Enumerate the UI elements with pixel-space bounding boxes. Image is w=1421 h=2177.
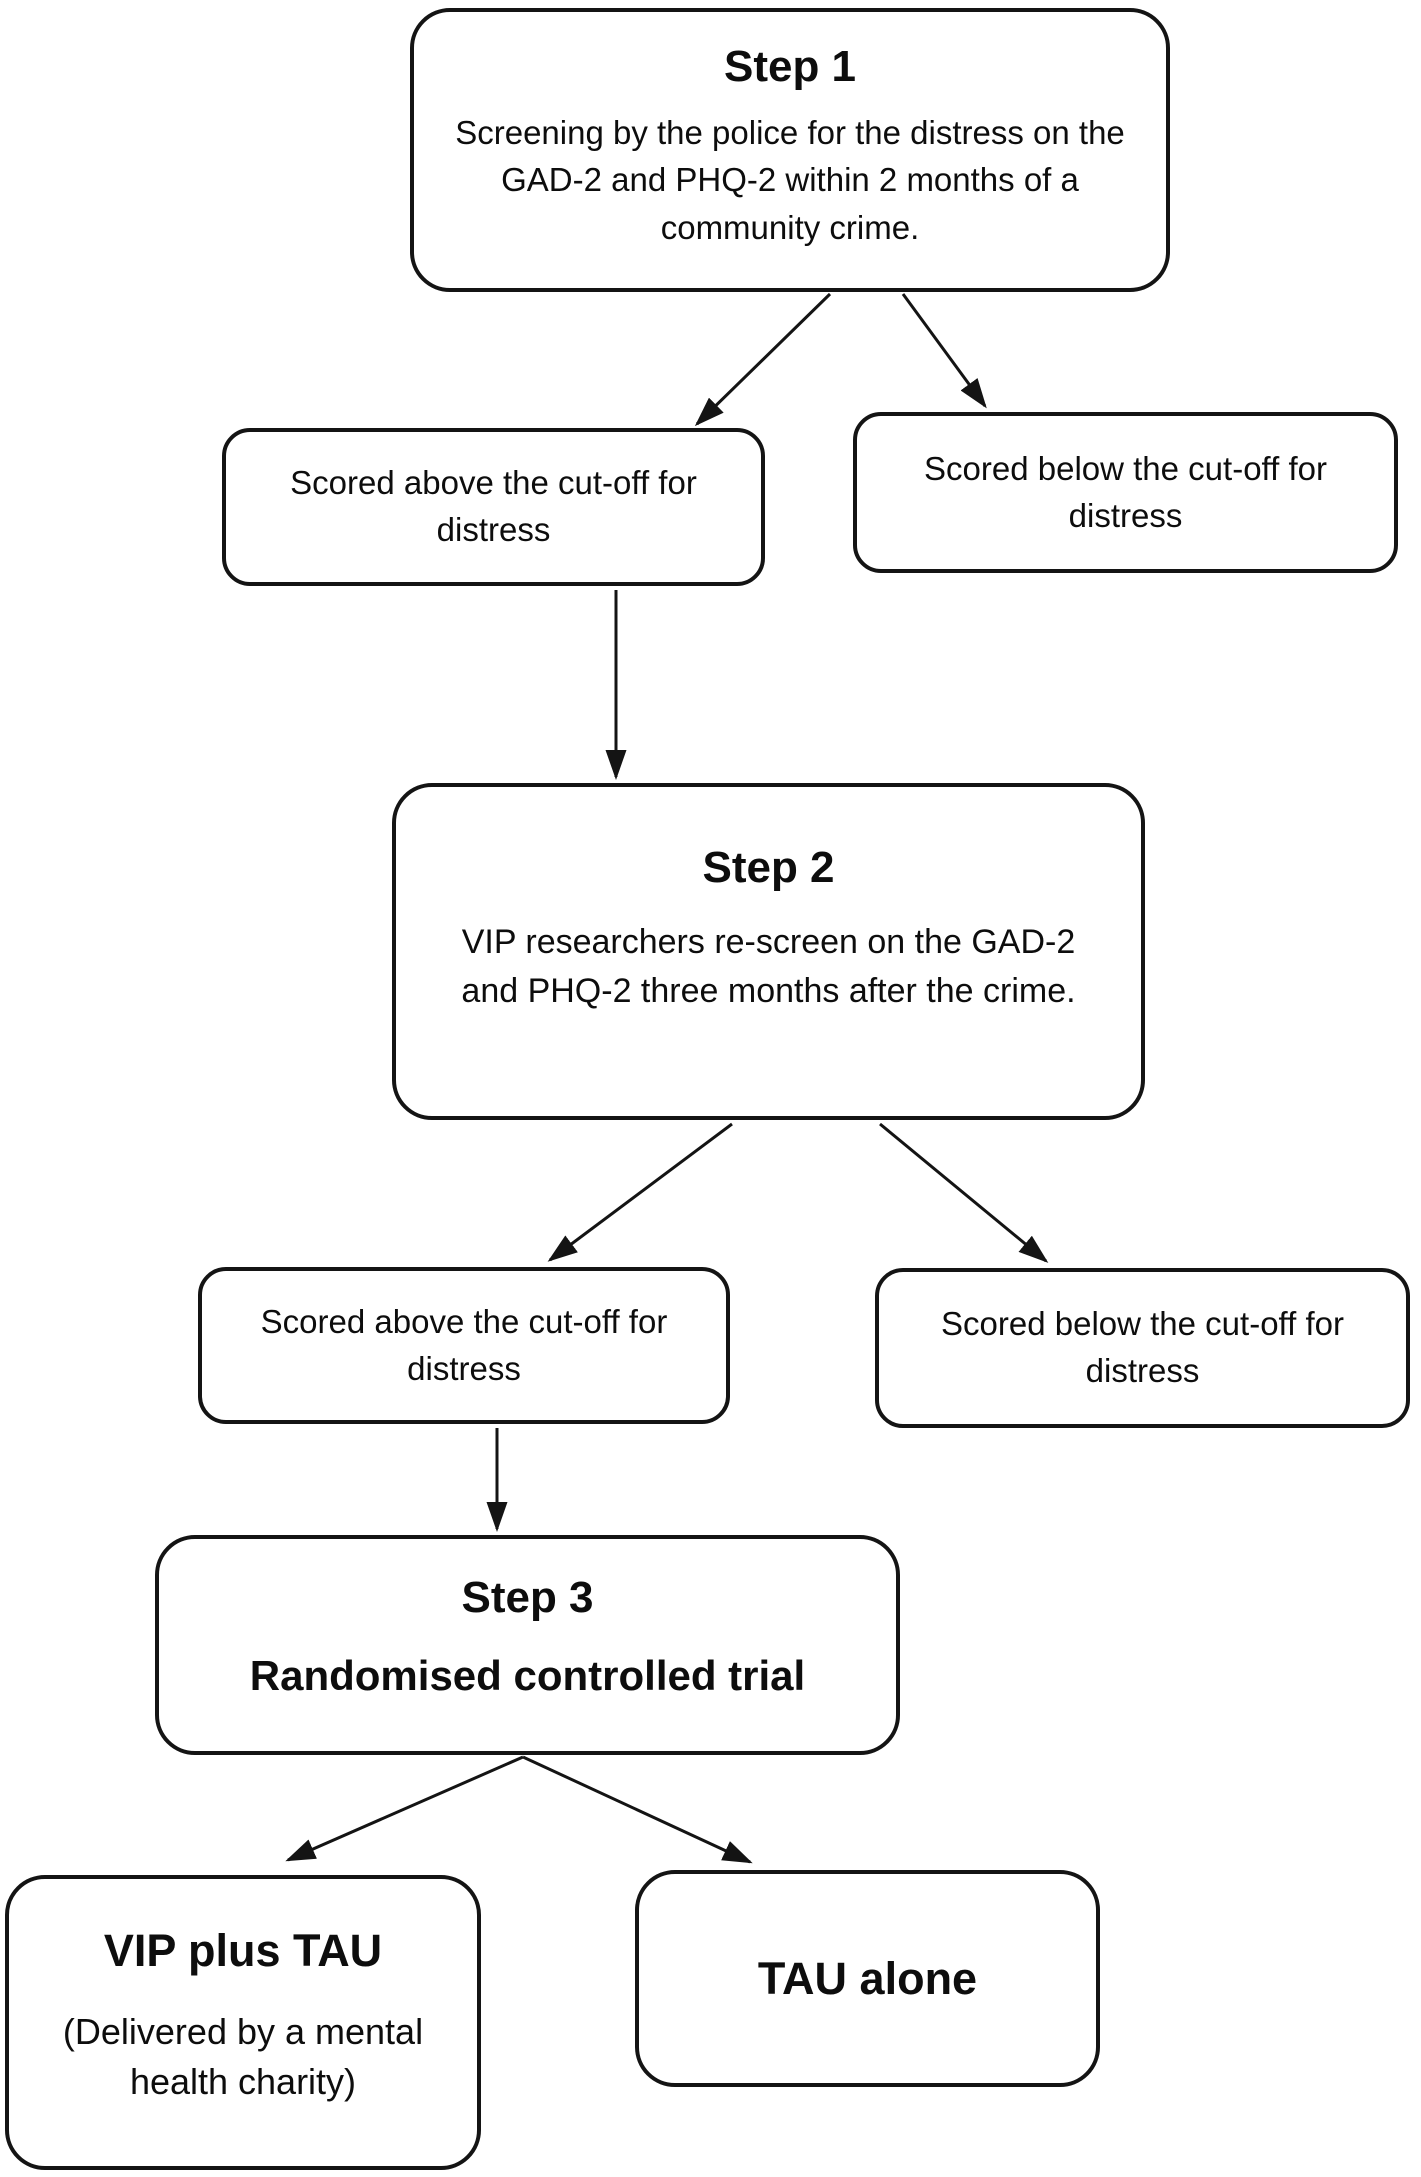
node-scored-below-2: Scored below the cut-off for distress [875, 1268, 1410, 1428]
arrow-step3-to-vip-plus-tau [285, 1755, 524, 1862]
arrow-step2-to-scored-above-2 [547, 1122, 733, 1262]
node-scored-below-1: Scored below the cut-off for distress [853, 412, 1398, 573]
step3-title: Step 3 [461, 1573, 594, 1622]
step3-subtitle: Randomised controlled trial [249, 1651, 806, 1699]
scored-above-2-label: Scored above the cut-off for distress [260, 1302, 668, 1387]
node-tau-alone: TAU alone [635, 1870, 1100, 2087]
node-scored-above-2: Scored above the cut-off for distress [198, 1267, 730, 1424]
node-scored-above-1: Scored above the cut-off for distress [222, 428, 765, 586]
step1-title: Step 1 [723, 42, 857, 91]
scored-above-1-label: Scored above the cut-off for distress [290, 464, 697, 548]
scored-below-1-label: Scored below the cut-off for distress [924, 449, 1327, 534]
vip-plus-tau-body: (Delivered by a mental health charity) [62, 2010, 424, 2103]
arrow-step1-to-scored-above-1 [694, 292, 832, 427]
arrow-step2-to-scored-below-2 [879, 1122, 1049, 1263]
node-step1: Step 1 Screening by the police for the d… [410, 8, 1170, 292]
tau-alone-title: TAU alone [757, 1952, 978, 2004]
node-step2: Step 2 VIP researchers re-screen on the … [392, 783, 1145, 1120]
node-step3: Step 3 Randomised controlled trial [155, 1535, 900, 1755]
scored-below-2-label: Scored below the cut-off for distress [941, 1305, 1344, 1389]
step1-body: Screening by the police for the distress… [455, 113, 1125, 247]
step2-body: VIP researchers re-screen on the GAD-2 a… [461, 922, 1076, 1010]
arrow-step1-to-scored-below-1 [901, 293, 987, 409]
node-vip-plus-tau: VIP plus TAU (Delivered by a mental heal… [5, 1875, 481, 2170]
step2-title: Step 2 [702, 843, 835, 892]
vip-plus-tau-title: VIP plus TAU [103, 1925, 383, 1976]
arrow-step3-to-tau-alone [522, 1755, 753, 1864]
